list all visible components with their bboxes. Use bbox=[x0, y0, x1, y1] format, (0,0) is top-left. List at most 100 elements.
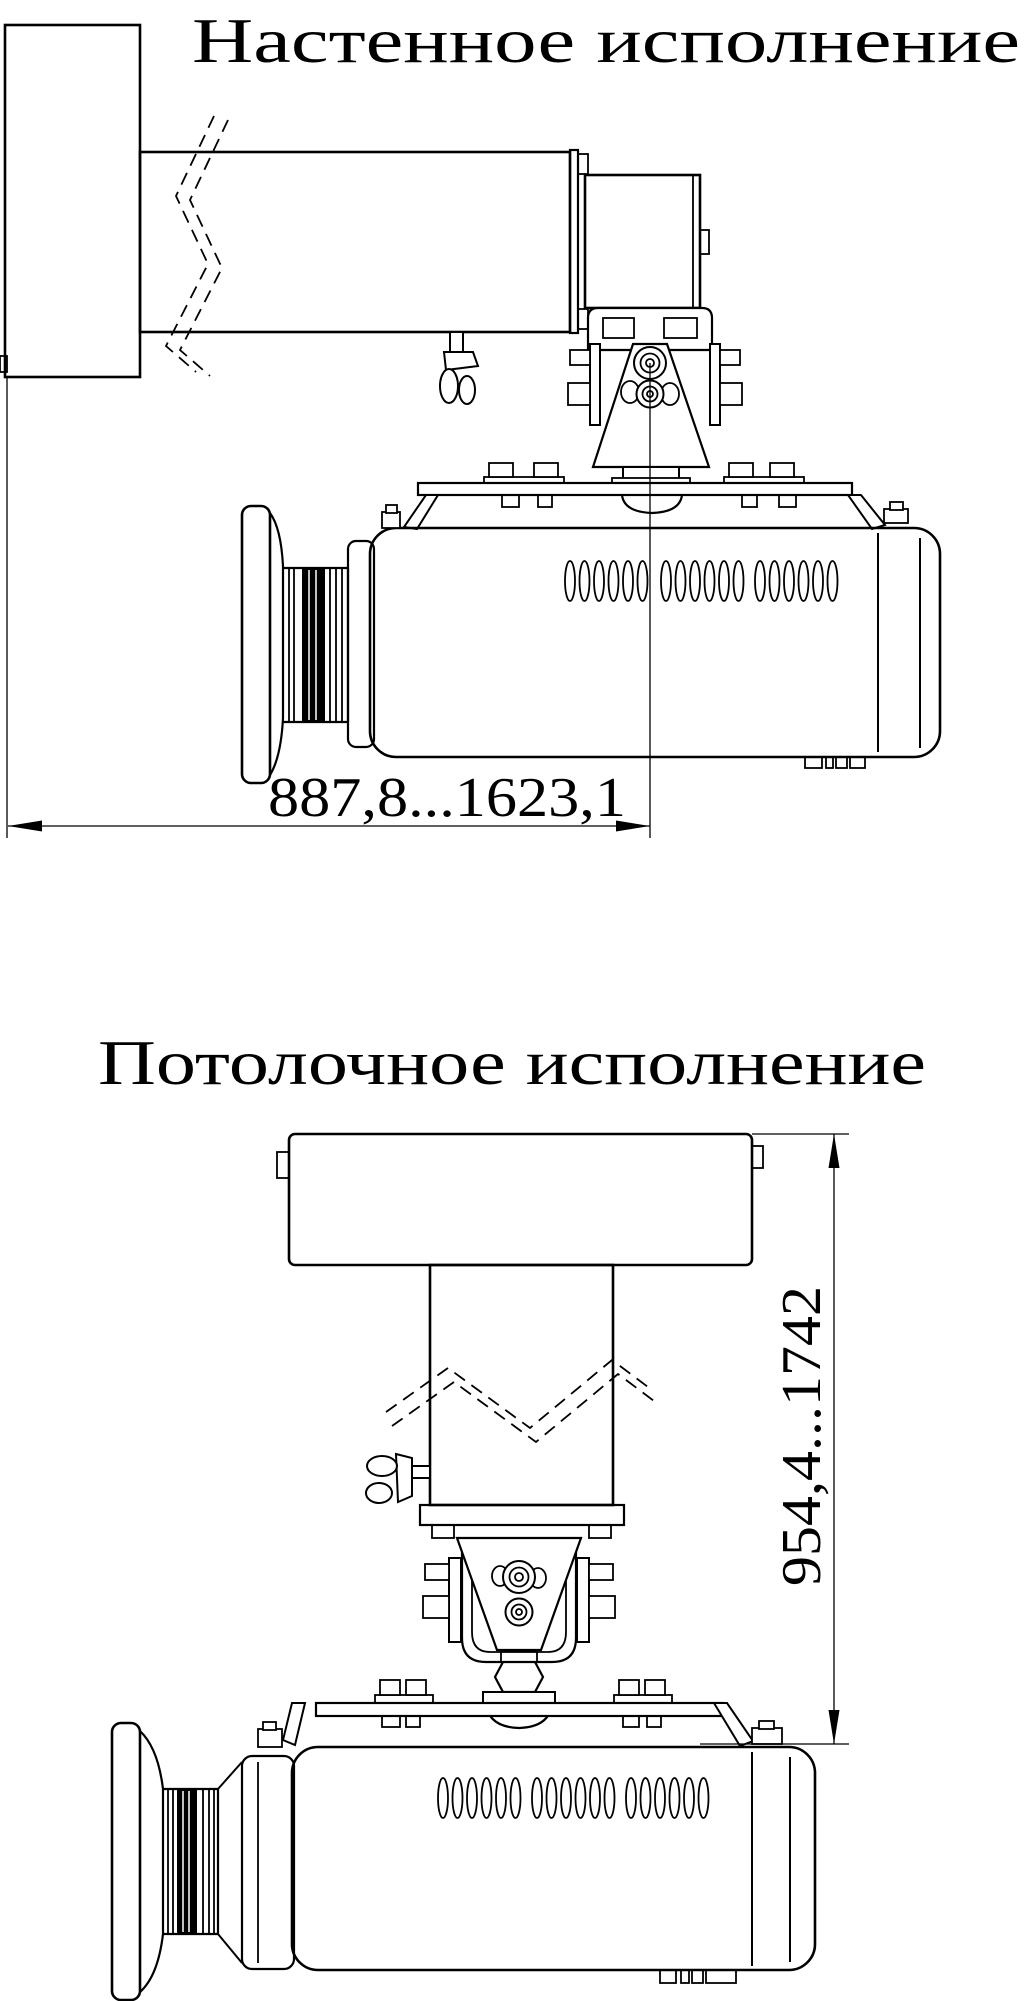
clamp-bolt bbox=[424, 1563, 450, 1581]
hex-nut bbox=[493, 1660, 545, 1694]
plate-tab bbox=[646, 1715, 662, 1728]
plate-bolt-head bbox=[728, 462, 754, 478]
wall-mount-title: Настенное исполнение bbox=[192, 5, 1020, 76]
plate-tab bbox=[537, 494, 553, 508]
foot bbox=[835, 756, 848, 769]
foot bbox=[680, 1969, 690, 1984]
tube-outer bbox=[428, 1263, 615, 1507]
arrow-right-icon bbox=[616, 820, 650, 832]
pivot-lower bbox=[504, 1597, 534, 1627]
end-cap-tab-bottom bbox=[577, 308, 589, 330]
clamp-bolt bbox=[588, 1563, 614, 1581]
break-line bbox=[385, 1358, 653, 1430]
vent-grilles bbox=[437, 1777, 710, 1819]
bracket-slot bbox=[602, 317, 635, 339]
plate-tab bbox=[405, 1715, 421, 1728]
pivot-center bbox=[515, 1608, 523, 1616]
wing-bolt-body bbox=[442, 351, 480, 372]
plate-bolt-head bbox=[618, 1679, 640, 1696]
lens-flare-line bbox=[217, 1933, 243, 1964]
vent-grille bbox=[625, 1777, 710, 1819]
ball-dome bbox=[620, 494, 684, 515]
pivot-upper bbox=[491, 1560, 547, 1594]
plate-support-left bbox=[281, 1702, 307, 1747]
ceiling-mount-drawing: Потолочное исполнение bbox=[98, 1027, 926, 2001]
lens-hood bbox=[240, 504, 272, 785]
plate-bolt-head bbox=[533, 462, 559, 478]
wall-plate bbox=[0, 23, 142, 838]
wing-bolt-lobe bbox=[458, 375, 476, 405]
focus-ring-band bbox=[177, 1790, 197, 1933]
wing-bolt bbox=[365, 1452, 431, 1504]
swivel-bracket bbox=[422, 1536, 616, 1730]
projector-body bbox=[368, 526, 942, 759]
bracket-side-plate bbox=[448, 1557, 462, 1643]
projector-body bbox=[290, 1745, 817, 1972]
foot bbox=[659, 1969, 677, 1984]
wall-dimension-label: 887,8...1623,1 bbox=[268, 767, 626, 829]
foot bbox=[825, 756, 834, 769]
arrow-down-icon bbox=[828, 1710, 840, 1744]
body-clip bbox=[257, 1728, 283, 1748]
bracket-side-plate bbox=[709, 343, 721, 426]
lens-hood-curve bbox=[269, 512, 285, 776]
pivot-ring bbox=[502, 1560, 536, 1594]
vent-grille bbox=[564, 560, 649, 602]
projector bbox=[240, 1679, 817, 1984]
flange-tab bbox=[431, 1524, 455, 1539]
body-clip-small bbox=[262, 1721, 277, 1731]
clamp-bolt bbox=[422, 1595, 450, 1619]
front-bezel bbox=[240, 1754, 296, 1971]
bracket-side-plate bbox=[576, 1557, 590, 1643]
rear-feet bbox=[659, 1969, 737, 1984]
flange-tab bbox=[588, 1524, 612, 1539]
clamp-bolt bbox=[588, 1595, 616, 1619]
ceiling-dimension-label: 954,4...1742 bbox=[771, 1286, 833, 1586]
lens-barrel-rings bbox=[288, 568, 350, 722]
bracket-side-plate bbox=[589, 343, 601, 426]
plate-bolt-head bbox=[488, 462, 514, 478]
lens-hood bbox=[110, 1721, 142, 2001]
projector-mount-plate bbox=[416, 481, 854, 497]
lens-barrel-rings bbox=[167, 1789, 220, 1934]
projector bbox=[346, 462, 942, 769]
wing-bolt-stem bbox=[449, 331, 464, 353]
break-line bbox=[178, 119, 229, 377]
plate-step-tab-small bbox=[758, 1720, 775, 1730]
wing-bolt bbox=[439, 331, 480, 405]
lens-assembly bbox=[240, 504, 350, 785]
plate-support-right bbox=[846, 494, 887, 531]
pivot-ring bbox=[510, 1603, 528, 1621]
wall-dimension: 887,8...1623,1 bbox=[8, 767, 650, 832]
lens-flare-line bbox=[217, 1761, 243, 1790]
arrow-left-icon bbox=[8, 820, 42, 832]
inner-tube-tab bbox=[699, 229, 710, 255]
ceiling-mount-title: Потолочное исполнение bbox=[98, 1027, 926, 1098]
wall-mount-drawing: Настенное исполнение bbox=[0, 5, 1020, 838]
plate-tab bbox=[622, 1715, 640, 1728]
plate-tab bbox=[741, 494, 758, 508]
vent-grille bbox=[754, 560, 839, 602]
bracket-slot bbox=[663, 317, 698, 339]
nut-collar bbox=[500, 1651, 538, 1663]
foot bbox=[804, 756, 823, 769]
ceiling-plate-body bbox=[287, 1132, 754, 1267]
plate-washer-bar bbox=[374, 1694, 434, 1704]
break-line bbox=[391, 1372, 659, 1444]
ceiling-plate-tab bbox=[276, 1151, 290, 1179]
foot bbox=[849, 756, 866, 769]
vent-grille bbox=[437, 1777, 522, 1819]
projector-mount-plate bbox=[314, 1701, 725, 1718]
mount-washer bbox=[482, 1691, 556, 1704]
plate-washer-bar bbox=[613, 1694, 673, 1704]
arm-end-cap bbox=[568, 148, 580, 335]
pivot-center bbox=[514, 1572, 524, 1582]
plate-tab bbox=[501, 494, 520, 508]
rear-feet bbox=[804, 756, 866, 769]
ceiling-plate-tab bbox=[751, 1145, 764, 1169]
arrow-up-icon bbox=[828, 1134, 840, 1168]
ceiling-plate bbox=[276, 1132, 764, 1267]
ceiling-dimension: 954,4...1742 bbox=[700, 1133, 849, 1745]
